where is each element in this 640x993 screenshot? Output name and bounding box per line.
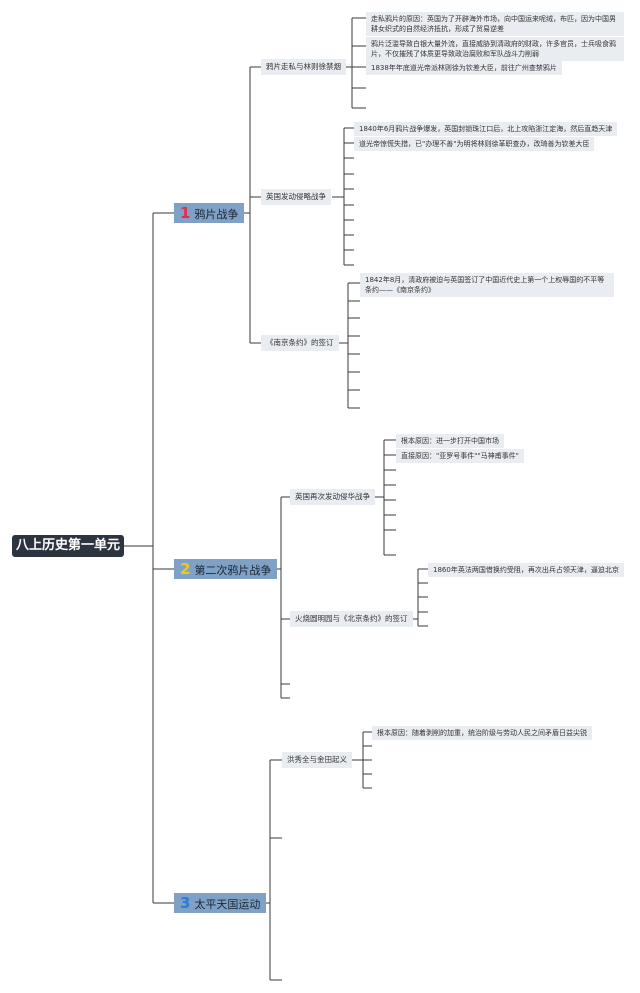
- leaf-text: 1838年年底道光帝派林则徐为钦差大臣，前往广州查禁鸦片: [371, 64, 557, 72]
- topic-node-british-reinvasion[interactable]: 英国再次发动侵华战争: [290, 489, 375, 505]
- topic-node-hong-xiuquan-jintian[interactable]: 洪秀全与金田起义: [282, 752, 352, 768]
- leaf-text: 1860年英法两国借换约受阻，再次出兵占领天津，逼迫北京: [433, 566, 619, 574]
- leaf-text: 1840年6月鸦片战争爆发，英国封锁珠江口后，北上攻陷浙江定海，然后直趋天津: [359, 125, 613, 133]
- topic-label: 英国再次发动侵华战争: [295, 492, 370, 501]
- leaf-text: 直接原因："亚罗号事件""马神甫事件": [401, 452, 519, 460]
- chapter-number: 1: [180, 204, 191, 222]
- topic-label: 鸦片走私与林则徐禁烟: [266, 62, 341, 71]
- leaf-node[interactable]: 直接原因："亚罗号事件""马神甫事件": [396, 449, 524, 463]
- topic-label: 火烧圆明园与《北京条约》的签订: [295, 614, 408, 623]
- chapter-label: 太平天国运动: [194, 898, 261, 911]
- leaf-node[interactable]: 根本原因：随着剥削的加重，统治阶级与劳动人民之间矛盾日益尖锐: [372, 726, 592, 740]
- leaf-text: 根本原因：进一步打开中国市场: [401, 437, 499, 445]
- leaf-node[interactable]: 道光帝惊慌失措，已"办理不善"为明将林则徐革职查办，改琦善为钦差大臣: [354, 137, 595, 151]
- leaf-node[interactable]: 1842年8月，清政府被迫与英国签订了中国近代史上第一个上权辱国的不平等条约——…: [360, 273, 614, 297]
- topic-node-nanjing-treaty[interactable]: 《南京条约》的签订: [261, 335, 339, 351]
- topic-label: 英国发动侵略战争: [266, 192, 326, 201]
- leaf-node[interactable]: 1840年6月鸦片战争爆发，英国封锁珠江口后，北上攻陷浙江定海，然后直趋天津: [354, 122, 618, 136]
- leaf-node[interactable]: 1860年英法两国借换约受阻，再次出兵占领天津，逼迫北京: [428, 563, 624, 577]
- leaf-text: 根本原因：随着剥削的加重，统治阶级与劳动人民之间矛盾日益尖锐: [377, 729, 587, 737]
- leaf-text: 鸦片泛滥导致白银大量外流，直接威胁到清政府的财政，许多官员，士兵吸食鸦片，不仅摧…: [371, 40, 616, 58]
- root-node[interactable]: 八上历史第一单元: [12, 535, 124, 557]
- chapter-label: 鸦片战争: [194, 208, 239, 221]
- leaf-node[interactable]: 1838年年底道光帝派林则徐为钦差大臣，前往广州查禁鸦片: [366, 61, 562, 75]
- chapter-number: 2: [180, 560, 191, 578]
- leaf-text: 道光帝惊慌失措，已"办理不善"为明将林则徐革职查办，改琦善为钦差大臣: [359, 140, 590, 148]
- topic-node-opium-smuggling[interactable]: 鸦片走私与林则徐禁烟: [261, 59, 346, 75]
- leaf-text: 1842年8月，清政府被迫与英国签订了中国近代史上第一个上权辱国的不平等条约——…: [365, 276, 605, 294]
- topic-label: 洪秀全与金田起义: [287, 755, 347, 764]
- leaf-node[interactable]: 根本原因：进一步打开中国市场: [396, 434, 504, 448]
- root-title: 八上历史第一单元: [15, 538, 120, 553]
- leaf-text: 走私鸦片的原因：英国为了开辟海外市场，向中国运来呢绒，布匹，因为中国男耕女织式的…: [371, 15, 616, 33]
- topic-label: 《南京条约》的签订: [266, 338, 334, 347]
- topic-node-yuanmingyuan-beijing-treaty[interactable]: 火烧圆明园与《北京条约》的签订: [290, 611, 413, 627]
- chapter-number: 3: [180, 894, 191, 912]
- leaf-node[interactable]: 走私鸦片的原因：英国为了开辟海外市场，向中国运来呢绒，布匹，因为中国男耕女织式的…: [366, 12, 624, 36]
- topic-node-british-invasion[interactable]: 英国发动侵略战争: [261, 189, 331, 205]
- leaf-node[interactable]: 鸦片泛滥导致白银大量外流，直接威胁到清政府的财政，许多官员，士兵吸食鸦片，不仅摧…: [366, 37, 624, 61]
- chapter-label: 第二次鸦片战争: [194, 564, 272, 577]
